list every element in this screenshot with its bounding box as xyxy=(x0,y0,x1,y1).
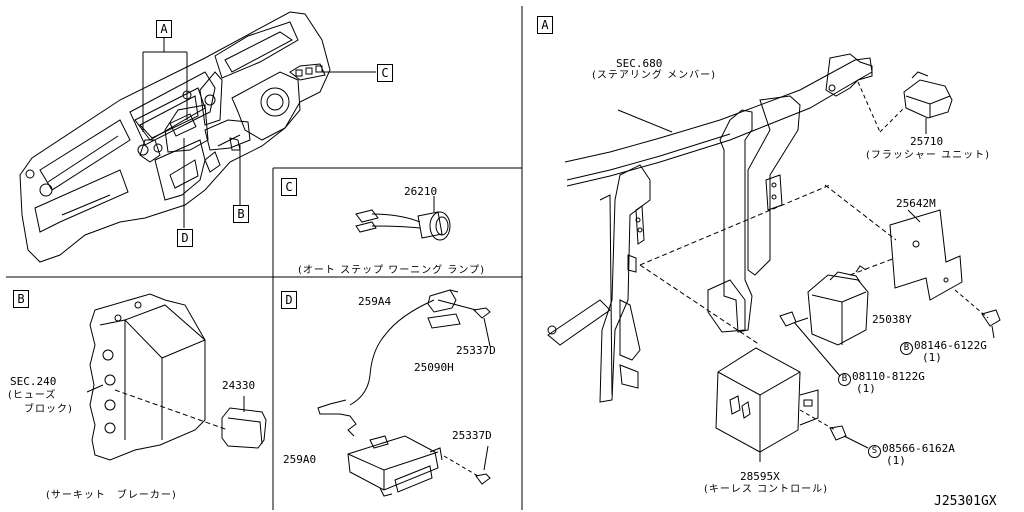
bolt-symbol-b: B xyxy=(838,373,851,386)
bolt-08146-qty: (1) xyxy=(922,351,942,364)
part-259a4[interactable]: 259A4 xyxy=(358,295,392,308)
callout-c-main[interactable]: C xyxy=(377,64,393,82)
callout-b-main[interactable]: B xyxy=(233,205,249,223)
diagram-id: J25301GX xyxy=(934,494,997,509)
panel-d-title: D xyxy=(281,291,297,309)
part-28595x[interactable]: 28595X xyxy=(740,470,780,483)
bolt-08110-qty: (1) xyxy=(856,382,876,395)
b-sec-label: SEC.240 xyxy=(10,375,57,388)
part-25090h[interactable]: 25090H xyxy=(414,361,454,374)
part-25337d-bot[interactable]: 25337D xyxy=(452,429,492,442)
callout-a-main[interactable]: A xyxy=(156,20,172,38)
part-25710[interactable]: 25710 xyxy=(910,135,944,148)
part-25642m[interactable]: 25642M xyxy=(896,197,936,210)
part-25337d-top[interactable]: 25337D xyxy=(456,344,496,357)
b-dash xyxy=(114,389,229,431)
part-259a0[interactable]: 259A0 xyxy=(283,453,317,466)
panel-c-title: C xyxy=(281,178,297,196)
relay-25038y-drawing xyxy=(807,265,869,346)
part-25710-sub: (フラッシャー ユニット) xyxy=(866,150,990,161)
panel-a-title: A xyxy=(537,16,553,34)
part-25038y[interactable]: 25038Y xyxy=(872,313,912,326)
keyless-module-drawing xyxy=(317,289,491,497)
flasher-unit-drawing xyxy=(903,71,953,119)
screw-symbol-s: S xyxy=(868,445,881,458)
b-sec-leader xyxy=(86,384,104,393)
part-24330[interactable]: 24330 xyxy=(222,379,256,392)
panel-borders xyxy=(6,6,523,510)
bracket-25642m-drawing xyxy=(889,209,963,301)
a-sec-sub: (ステアリング メンバー) xyxy=(592,70,716,81)
bolt-symbol-b: B xyxy=(900,342,913,355)
part-26210[interactable]: 26210 xyxy=(404,185,438,198)
a-sec-label: SEC.680 xyxy=(616,57,663,70)
screw-qty: (1) xyxy=(886,454,906,467)
part-28595x-sub: (キーレス コントロール) xyxy=(704,484,828,495)
b-sec-sub2: ブロック) xyxy=(24,404,73,415)
panel-b-title: B xyxy=(13,290,29,308)
keyless-control-drawing xyxy=(715,347,819,453)
c-caption: (オート ステップ ワーニング ランプ) xyxy=(298,265,486,276)
b-sec-sub: (ヒューズ xyxy=(8,390,57,401)
circuit-breaker-drawing xyxy=(221,396,267,449)
fuse-block-drawing xyxy=(89,293,206,461)
callout-d-main[interactable]: D xyxy=(177,229,193,247)
steering-member-drawing xyxy=(547,53,873,403)
main-callout-leaders xyxy=(142,38,376,228)
dashboard-drawing xyxy=(19,11,331,263)
b-caption: (サーキット ブレーカー) xyxy=(46,490,177,501)
warning-lamp-drawing xyxy=(355,196,451,241)
